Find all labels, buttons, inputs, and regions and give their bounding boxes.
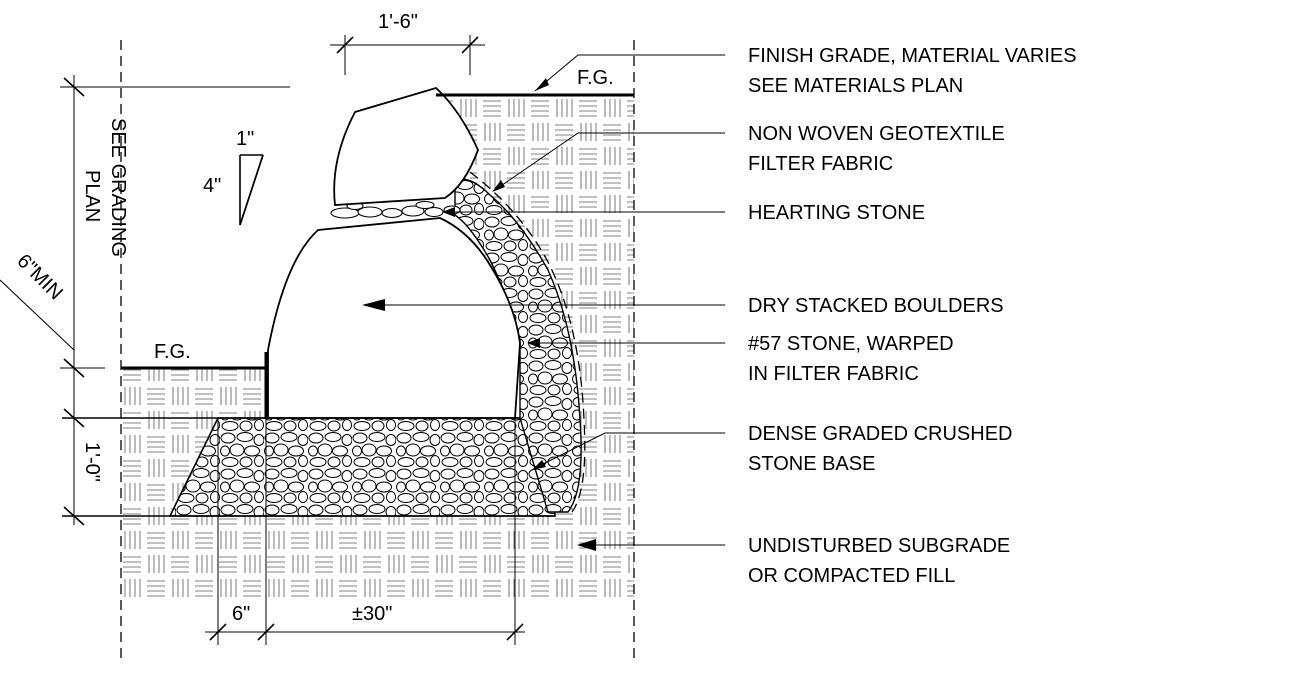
callout-hearting-stone: HEARTING STONE: [748, 202, 925, 224]
crushed-stone-base: [168, 417, 556, 517]
label-plan: PLAN: [81, 170, 103, 222]
callout-subgrade-line2: OR COMPACTED FILL: [748, 565, 955, 587]
lower-boulder: [267, 217, 521, 419]
dim-top-width: 1'-6": [378, 11, 418, 33]
callout-base-line2: STONE BASE: [748, 453, 875, 475]
callout-stone57-line2: IN FILTER FABRIC: [748, 363, 919, 385]
callout-leaders: [362, 54, 725, 551]
dry-stacked-boulders: [267, 86, 521, 419]
callout-base-line1: DENSE GRADED CRUSHED: [748, 423, 1012, 445]
label-finish-grade-top: F.G.: [577, 67, 614, 89]
callout-geotextile-line1: NON WOVEN GEOTEXTILE: [748, 123, 1005, 145]
label-finish-grade-left: F.G.: [154, 341, 191, 363]
callout-boulders: DRY STACKED BOULDERS: [748, 295, 1004, 317]
dim-batter-run: 4": [203, 175, 221, 197]
callout-text: FINISH GRADE, MATERIAL VARIES SEE MATERI…: [748, 45, 1077, 587]
dim-batter-rise: 1": [236, 128, 254, 150]
dim-min-embed: 6"MIN: [12, 250, 66, 304]
callout-subgrade-line1: UNDISTURBED SUBGRADE: [748, 535, 1010, 557]
label-see-grading-plan: SEE GRADING: [107, 118, 129, 257]
dimension-lines: [0, 35, 525, 645]
callout-geotextile-line2: FILTER FABRIC: [748, 153, 893, 175]
section-break-lines: [120, 40, 635, 660]
grade-lines: [62, 93, 634, 517]
callout-finish-grade-line1: FINISH GRADE, MATERIAL VARIES: [748, 45, 1077, 67]
dim-base-width: ±30": [352, 603, 392, 625]
upper-boulder: [333, 86, 479, 206]
callout-finish-grade-line2: SEE MATERIALS PLAN: [748, 75, 963, 97]
dim-base-overhang: 6": [232, 603, 250, 625]
dim-base-depth: 1'-0": [81, 442, 103, 482]
callout-stone57-line1: #57 STONE, WARPED: [748, 333, 954, 355]
drainage-stone-57: [454, 171, 586, 513]
